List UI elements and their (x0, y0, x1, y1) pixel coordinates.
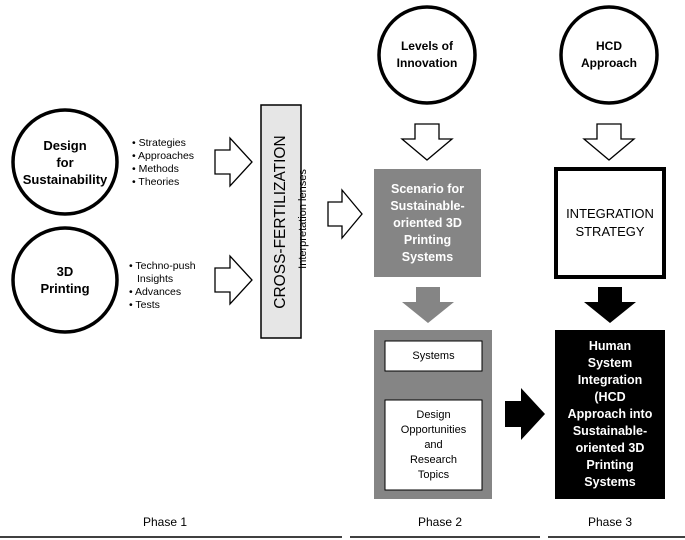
printing-bullet: Insights (137, 273, 174, 285)
design-opps-line: Opportunities (400, 423, 467, 436)
scenario-line: Printing (403, 232, 452, 247)
arrow-right-to-scenario (327, 188, 363, 240)
design-opps-line: Topics (417, 468, 450, 481)
arrow-down-grey (402, 287, 454, 323)
hsi-line: (HCD (594, 390, 626, 404)
arrow-right-printing (214, 254, 253, 306)
3d-printing-circle (11, 226, 119, 334)
phase-3-label: Phase 3 (587, 515, 633, 529)
integration-line: INTEGRATION (566, 206, 654, 221)
hsi-line: System (587, 356, 633, 370)
hcd-label: HCD Approach (561, 33, 657, 77)
systems-label: Systems (412, 350, 455, 362)
arrow-down-black (584, 287, 636, 323)
dfs-label-line-1: Design (43, 137, 87, 153)
design-opps-line: and (424, 438, 443, 451)
dfs-bullet: • Approaches (132, 150, 195, 162)
hsi-line: Integration (577, 373, 643, 387)
hsi-line: Approach into (567, 407, 653, 421)
design-opportunities-box (384, 399, 483, 491)
innovation-label-line-1: Levels of (400, 39, 453, 53)
dfs-label-line-3: Sustainability (22, 171, 108, 187)
integration-strategy-label: INTEGRATION STRATEGY (556, 169, 664, 277)
hsi-line: Systems (584, 475, 636, 489)
scenario-line: Scenario for (391, 181, 464, 196)
dfs-bullet-list: • Strategies • Approaches • Methods • Th… (132, 137, 194, 189)
arrow-right-dfs (214, 136, 253, 188)
dfs-bullet: • Methods (132, 163, 179, 175)
arrow-right-black (505, 388, 545, 440)
levels-of-innovation-circle (377, 5, 477, 105)
integration-line: STRATEGY (575, 224, 645, 239)
hcd-label-line-1: HCD (595, 39, 622, 53)
hsi-line: Sustainable- (572, 424, 648, 438)
scenario-box (374, 169, 481, 277)
arrow-down-innovation (400, 123, 454, 161)
systems-box (384, 340, 483, 372)
printing-label-line-1: 3D (56, 264, 74, 279)
human-system-integration-box (555, 330, 665, 499)
innovation-label-line-2: Innovation (396, 56, 458, 70)
interpretation-lenses-label: Interpretation lenses (297, 169, 309, 269)
hsi-line: Human (588, 339, 632, 353)
phase-2-label: Phase 2 (417, 515, 463, 529)
printing-label-line-2: Printing (40, 281, 90, 296)
dfs-label: Design for Sustainability (15, 128, 115, 196)
hcd-approach-circle (559, 5, 659, 105)
design-opps-line: Research (409, 453, 458, 466)
human-system-integration-label: Human System Integration (HCD Approach i… (555, 330, 665, 499)
printing-bullet: • Techno-push (129, 260, 196, 272)
dfs-bullet: • Theories (132, 176, 180, 188)
scenario-line: oriented 3D (393, 215, 462, 230)
design-for-sustainability-circle (11, 108, 119, 216)
arrow-down-hcd (582, 123, 636, 161)
printing-bullet-list: • Techno-push Insights • Advances • Test… (129, 260, 196, 312)
hcd-label-line-2: Approach (580, 56, 637, 70)
phase-1-label: Phase 1 (142, 515, 188, 529)
printing-bullet: • Tests (129, 299, 160, 311)
dfs-label-line-2: for (56, 154, 74, 170)
integration-strategy-box (554, 167, 666, 279)
hsi-line: Printing (586, 458, 634, 472)
3d-printing-label: 3D Printing (15, 255, 115, 305)
scenario-line: Sustainable- (390, 198, 465, 213)
innovation-label: Levels of Innovation (379, 33, 475, 77)
cross-fertilization-box (260, 104, 302, 339)
dfs-bullet: • Strategies (132, 137, 186, 149)
scenario-line: Systems (401, 249, 454, 264)
hsi-line: oriented 3D (575, 441, 645, 455)
cross-fertilization-label: CROSS-FERTILIZATION (272, 135, 289, 309)
printing-bullet: • Advances (129, 286, 182, 298)
design-opportunities-label: Design Opportunities and Research Topics (385, 400, 482, 490)
scenario-box-label: Scenario for Sustainable- oriented 3D Pr… (374, 169, 481, 277)
design-opps-line: Design (416, 408, 451, 421)
